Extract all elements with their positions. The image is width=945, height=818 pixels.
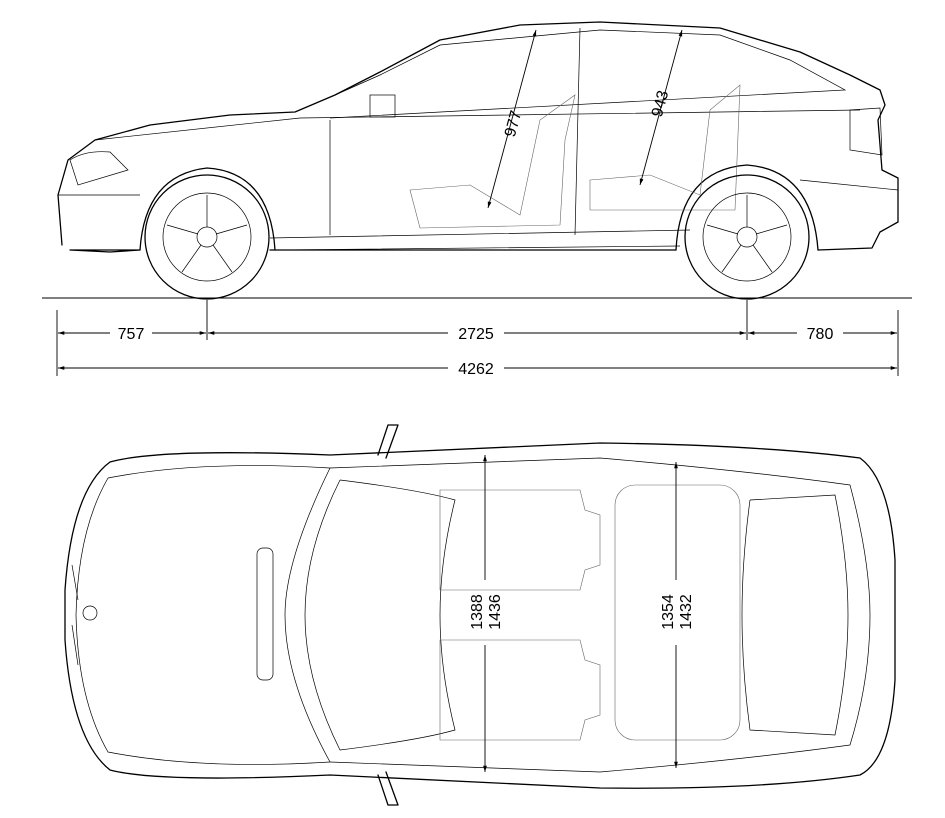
extension-lines [56,300,899,376]
front-headroom-line [487,29,537,209]
overall-length-label: 4262 [458,361,494,378]
top-body-outline [64,442,896,789]
top-windshield [304,479,456,751]
side-front-seat [409,94,576,229]
rear-headroom-line [639,29,683,186]
top-hood [75,465,331,765]
side-bumper [58,179,899,196]
top-rear-bench [614,484,741,741]
side-door-line [329,27,581,236]
rear-overhang-label: 780 [807,326,834,343]
top-mirror-right [377,771,399,806]
side-rear-wheel-arch [675,164,819,251]
side-sill [269,229,691,251]
top-front-seat-right [439,639,601,741]
side-beltline [94,109,861,141]
brand-badge [82,605,98,621]
top-front-seat-left [439,489,601,591]
rear-elbow-width-label: 1432 [678,594,695,630]
rear-headroom-label: 943 [649,89,672,119]
front-shoulder-width-label: 1388 [469,594,486,630]
side-body-outline [57,21,899,253]
front-elbow-width-label: 1436 [487,594,504,630]
top-rear-window [741,494,849,736]
top-hood-vent [256,547,274,681]
side-window-line [329,29,847,119]
side-front-wheel-arch [139,167,276,251]
side-taillight [849,107,883,156]
front-headroom-label: 977 [502,109,525,139]
top-mirror-left [377,424,399,459]
side-view: 977 943 757 2725 780 4262 [42,21,912,378]
side-mirror [369,94,396,118]
front-wheel [144,174,270,300]
rear-shoulder-width-label: 1354 [660,594,677,630]
top-roof-outline [329,457,871,773]
wheelbase-label: 2725 [458,326,494,343]
front-overhang-label: 757 [118,326,145,343]
rear-wheel [684,174,810,300]
top-grille [71,564,79,666]
top-view: 1388 1436 1354 1432 [64,424,896,806]
side-headlight [69,151,129,186]
